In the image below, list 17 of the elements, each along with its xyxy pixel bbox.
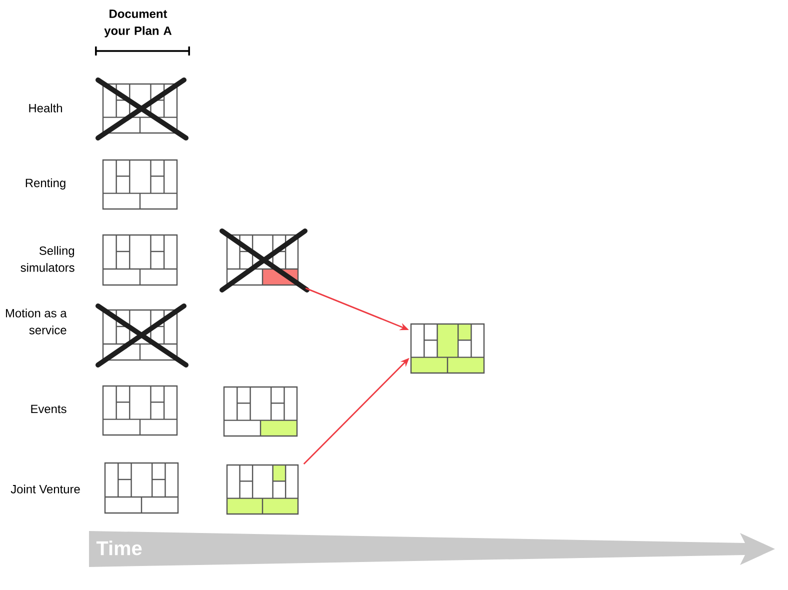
canvas-grid [102,309,178,361]
row-label: Renting [26,178,66,190]
column-header: Document your Plan A [104,10,172,38]
row-label: Events [31,404,66,414]
canvas-grid [102,159,178,210]
row-label: Motion as a service [6,308,67,334]
canvas-grid [226,234,299,286]
row-label: Selling simulators [20,246,74,272]
canvas-grid [223,386,298,437]
row-label: Health [29,104,62,112]
canvas-grid [410,323,485,374]
row-label: Joint Venture [10,484,80,494]
canvas-grid [104,462,179,514]
canvas-grid [226,464,299,515]
canvas-grid [102,83,178,134]
canvas-grid [102,234,178,286]
canvas-grid [102,385,178,436]
